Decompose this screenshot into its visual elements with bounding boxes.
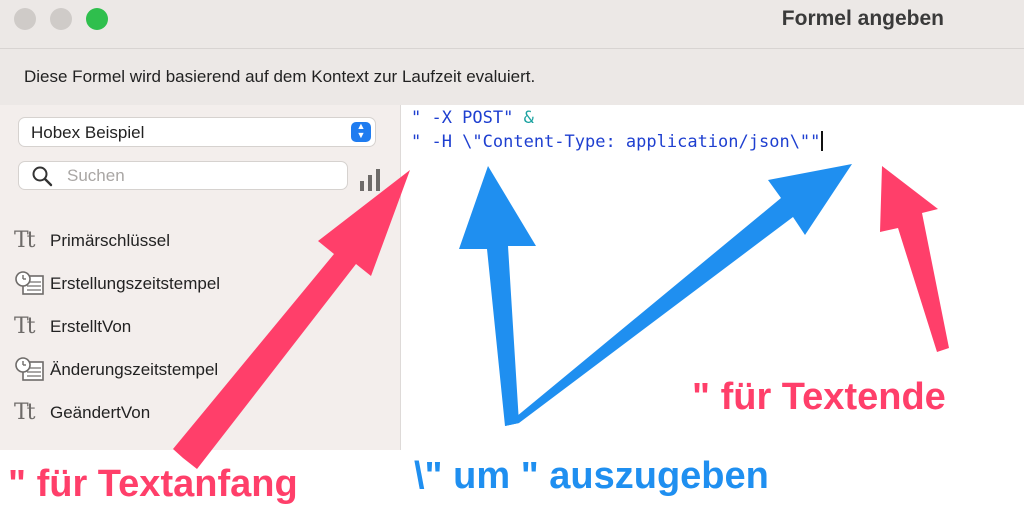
field-sidebar: Hobex Beispiel ▲▼ Suchen Tt Primärschlüs… — [0, 105, 401, 450]
code-line-2: " -H \"Content-Type: application/json\"" — [411, 131, 824, 152]
minimize-window-button[interactable] — [50, 8, 72, 30]
search-placeholder: Suchen — [67, 166, 125, 185]
text-field-icon: Tt — [14, 314, 36, 339]
code-line-1: " -X POST" & — [411, 108, 534, 128]
window-title: Formel angeben — [781, 7, 944, 30]
timestamp-field-icon — [15, 357, 44, 381]
field-label: Änderungszeitstempel — [50, 360, 219, 379]
field-label: Erstellungszeitstempel — [50, 274, 221, 293]
text-cursor — [821, 131, 824, 151]
annotation-text-end: " für Textende — [692, 376, 946, 418]
field-label: Primärschlüssel — [50, 231, 170, 250]
code-text: " -H \"Content-Type: application/json\"" — [411, 132, 821, 152]
field-label: GeändertVon — [50, 403, 151, 422]
bar-chart-icon[interactable] — [358, 167, 384, 191]
table-select-value: Hobex Beispiel — [31, 123, 145, 142]
search-icon — [32, 166, 53, 187]
concat-operator: & — [523, 108, 534, 128]
annotation-area — [0, 450, 1024, 524]
chevron-up-down-icon[interactable]: ▲▼ — [351, 122, 371, 142]
text-field-icon: Tt — [14, 228, 36, 253]
title-bar: Formel angeben — [0, 0, 1024, 48]
info-text: Diese Formel wird basierend auf dem Kont… — [24, 67, 536, 86]
annotation-text-escape: \" um " auszugeben — [414, 455, 769, 497]
zoom-window-button[interactable] — [86, 8, 108, 30]
field-label: ErstelltVon — [50, 317, 132, 336]
text-field-icon: Tt — [14, 400, 36, 425]
code-text: " -X POST" — [411, 108, 524, 128]
annotation-text-start: " für Textanfang — [8, 463, 298, 505]
info-bar: Diese Formel wird basierend auf dem Kont… — [0, 48, 1024, 106]
table-select[interactable]: Hobex Beispiel ▲▼ — [18, 117, 376, 147]
timestamp-field-icon — [15, 271, 44, 295]
search-field[interactable]: Suchen — [18, 161, 348, 190]
close-window-button[interactable] — [14, 8, 36, 30]
